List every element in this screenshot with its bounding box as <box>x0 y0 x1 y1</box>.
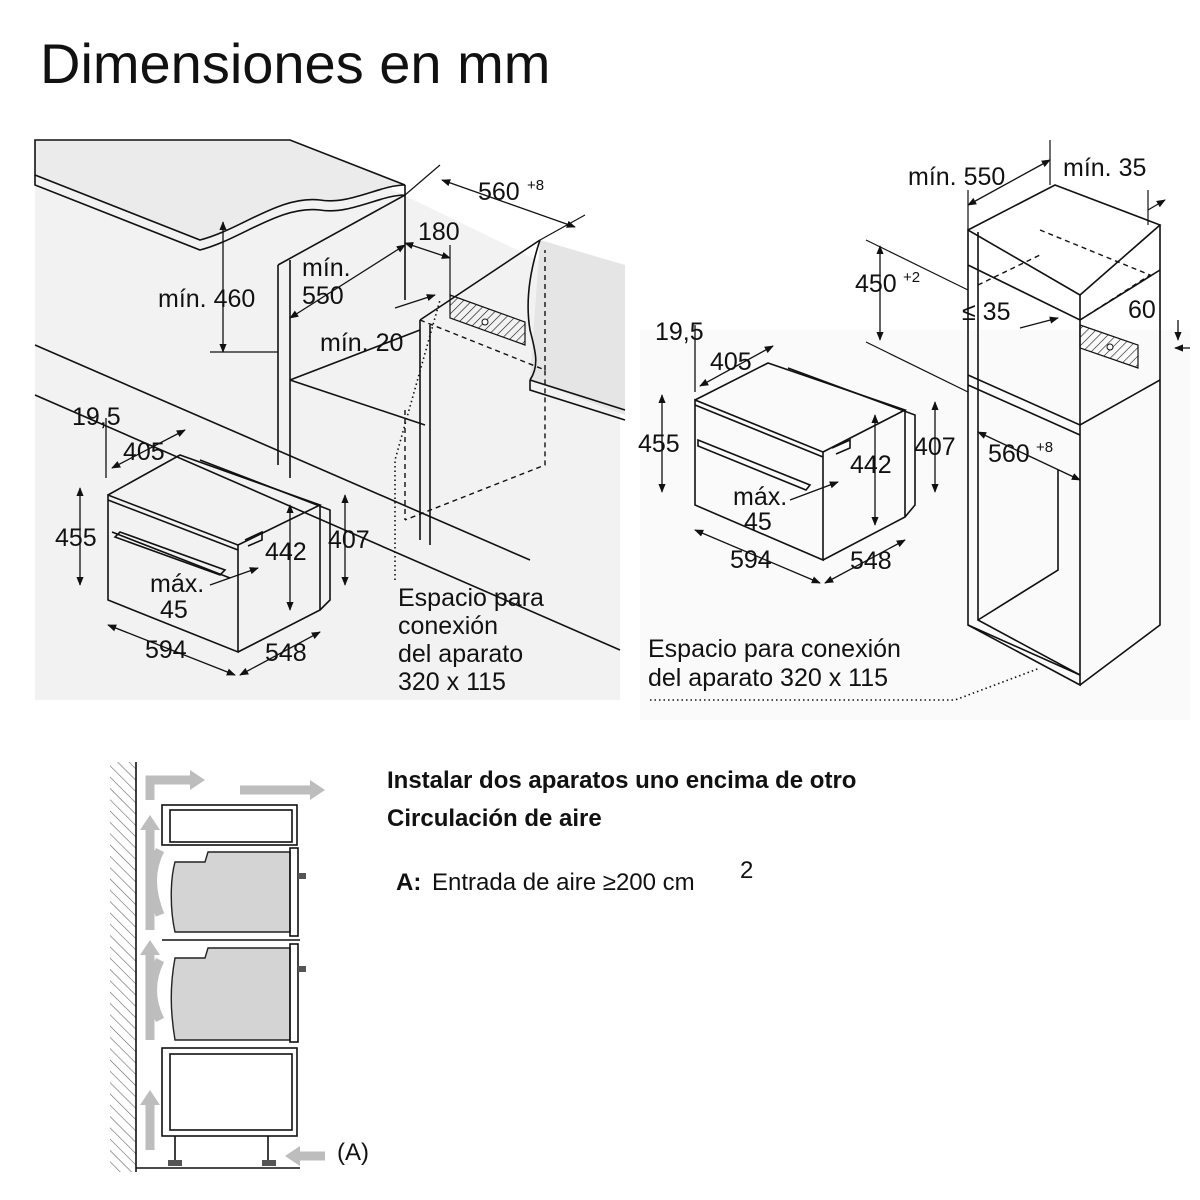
oven-right-d442: 442 <box>850 451 892 479</box>
note-left-4: 320 x 115 <box>398 668 506 696</box>
countertop <box>34 139 406 241</box>
dim-right-450: 450 <box>855 270 897 298</box>
oven-right-d195: 19,5 <box>655 318 704 346</box>
oven-right-max-b: 45 <box>744 508 772 536</box>
airflow-heading-1: Instalar dos aparatos uno encima de otro <box>387 767 856 794</box>
dim-right-450-tol: +2 <box>903 269 920 286</box>
oven-left-d405: 405 <box>123 438 165 466</box>
oven-right: 19,5 405 455 442 407 máx. 45 594 548 <box>638 318 956 584</box>
dim-right-560: 560 <box>988 440 1030 468</box>
legend-superscript: 2 <box>740 857 753 884</box>
oven-left-d455: 455 <box>55 524 97 552</box>
dim-min-550-b: 550 <box>302 282 344 310</box>
dim-right-560-tol: +8 <box>1036 439 1053 456</box>
oven-right-d594: 594 <box>730 546 772 574</box>
oven-left: 19,5 405 455 442 407 máx. 45 594 548 <box>55 403 370 676</box>
note-left-3: del aparato <box>398 640 523 668</box>
oven-left-d442: 442 <box>265 538 307 566</box>
left-installation-figure: 560 +8 180 mín. 550 mín. 460 mín. 20 19 <box>34 139 626 700</box>
dim-180: 180 <box>418 218 460 246</box>
dim-right-le35: ≤ 35 <box>962 298 1010 326</box>
oven-right-d455: 455 <box>638 430 680 458</box>
dim-right-60: 60 <box>1128 296 1156 324</box>
oven-left-d407: 407 <box>328 526 370 554</box>
dim-min-20: mín. 20 <box>320 329 403 357</box>
note-left-1: Espacio para <box>398 584 544 612</box>
oven-right-d405: 405 <box>710 348 752 376</box>
note-right-1: Espacio para conexión <box>648 635 901 663</box>
dim-counter-width: 560 <box>478 178 520 206</box>
oven-left-d594: 594 <box>145 636 187 664</box>
dim-min-550-a: mín. <box>302 254 351 282</box>
legend-text: Entrada de aire ≥200 cm <box>432 869 695 896</box>
dim-right-min-550: mín. 550 <box>908 163 1005 191</box>
airflow-heading-2: Circulación de aire <box>387 805 602 832</box>
oven-left-d195: 19,5 <box>72 403 121 431</box>
oven-right-d407: 407 <box>914 433 956 461</box>
page-title: Dimensiones en mm <box>40 32 551 95</box>
airflow-figure: (A) <box>110 762 369 1172</box>
legend-key-a: A: <box>396 869 421 896</box>
airflow-marker-a: (A) <box>337 1139 369 1166</box>
note-left-2: conexión <box>398 612 498 640</box>
dim-min-460: mín. 460 <box>158 285 255 313</box>
oven-left-d548: 548 <box>265 639 307 667</box>
oven-right-d548: 548 <box>850 547 892 575</box>
oven-left-max-b: 45 <box>160 596 188 624</box>
dim-counter-width-tol: +8 <box>527 177 544 194</box>
oven-right-max-a: máx. <box>733 483 787 511</box>
oven-left-max-a: máx. <box>150 570 204 598</box>
right-installation-figure: mín. 550 mín. 35 450 +2 ≤ 35 60 560 +8 1… <box>638 140 1190 720</box>
note-right-2: del aparato 320 x 115 <box>648 664 888 692</box>
dim-right-min-35: mín. 35 <box>1063 154 1146 182</box>
